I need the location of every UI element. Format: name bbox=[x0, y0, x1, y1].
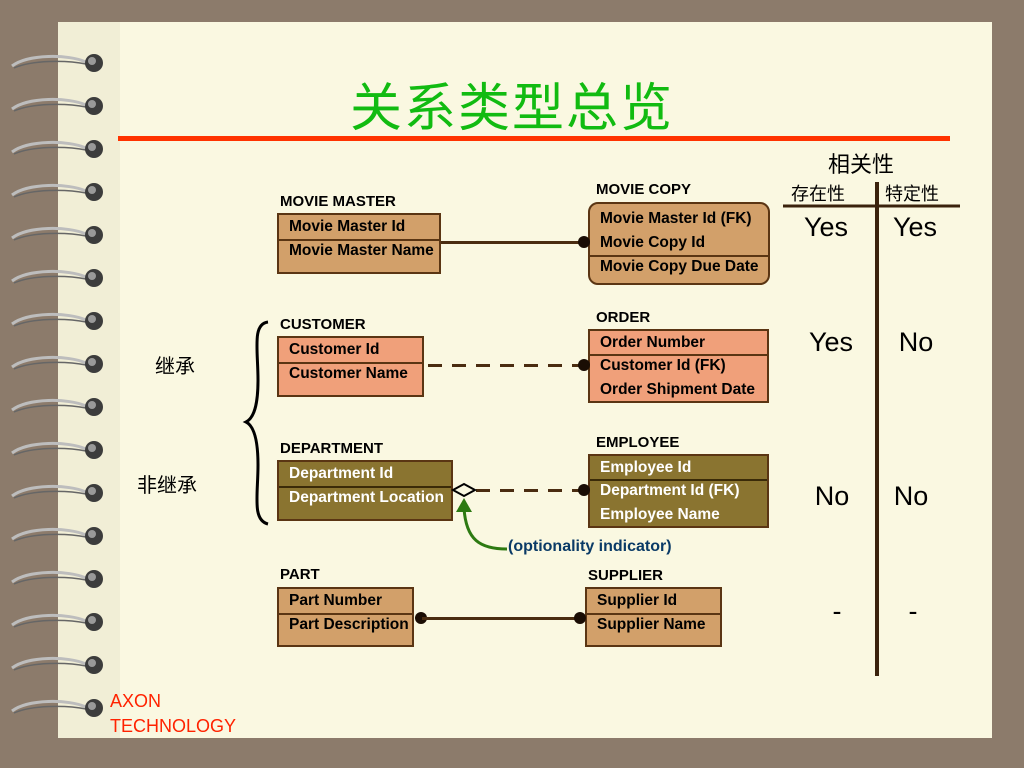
spiral-ring bbox=[8, 310, 103, 332]
relationship-dot bbox=[578, 484, 590, 496]
spiral-ring bbox=[8, 439, 103, 461]
entity-name-movie-master: MOVIE MASTER bbox=[280, 193, 396, 210]
optionality-note: (optionality indicator) bbox=[508, 538, 672, 555]
key-divider bbox=[590, 354, 767, 356]
attr-movie-master-id-fk: Movie Master Id (FK) bbox=[600, 210, 752, 227]
spiral-ring bbox=[8, 224, 103, 246]
entity-name-part: PART bbox=[280, 566, 320, 583]
key-divider bbox=[590, 479, 767, 481]
relevance-existence-3: No bbox=[814, 481, 850, 511]
attr-department-id: Department Id bbox=[289, 465, 394, 482]
attr-customer-id-fk: Customer Id (FK) bbox=[600, 357, 726, 374]
relationship-dot bbox=[415, 612, 427, 624]
entity-name-supplier: SUPPLIER bbox=[588, 567, 664, 584]
brand-line-2: TECHNOLOGY bbox=[110, 716, 237, 736]
spiral-ring bbox=[8, 568, 103, 590]
relationship-dot bbox=[578, 236, 590, 248]
relationship-dot bbox=[578, 359, 590, 371]
attr-customer-name: Customer Name bbox=[289, 365, 408, 382]
label-non-inheritance: 非继承 bbox=[137, 473, 197, 497]
attr-department-location: Department Location bbox=[289, 489, 445, 506]
key-divider bbox=[279, 613, 412, 615]
entity-name-customer: CUSTOMER bbox=[280, 316, 366, 333]
entity-movie-master: Movie Master Id Movie Master Name bbox=[277, 213, 441, 274]
relevance-header: 相关性 bbox=[828, 153, 895, 178]
spiral-ring bbox=[8, 482, 103, 504]
label-inheritance: 继承 bbox=[155, 354, 195, 378]
entity-part: Part Number Part Description bbox=[277, 587, 414, 647]
entity-movie-copy: Movie Master Id (FK) Movie Copy Id Movie… bbox=[588, 202, 770, 285]
attr-employee-name: Employee Name bbox=[600, 506, 720, 523]
attr-movie-master-id: Movie Master Id bbox=[289, 218, 406, 235]
relevance-existence-1: Yes bbox=[803, 212, 849, 242]
spiral-ring bbox=[8, 181, 103, 203]
key-divider bbox=[279, 239, 439, 241]
entity-customer: Customer Id Customer Name bbox=[277, 336, 424, 397]
relevance-existence-4: - bbox=[832, 596, 842, 626]
spiral-ring bbox=[8, 697, 103, 719]
attr-employee-id: Employee Id bbox=[600, 459, 692, 476]
entity-order: Order Number Customer Id (FK) Order Ship… bbox=[588, 329, 769, 403]
relationship-dot bbox=[574, 612, 586, 624]
spiral-ring bbox=[8, 654, 103, 676]
entity-supplier: Supplier Id Supplier Name bbox=[585, 587, 722, 647]
attr-supplier-name: Supplier Name bbox=[597, 616, 706, 633]
spiral-ring bbox=[8, 95, 103, 117]
relevance-identifying-4: - bbox=[908, 596, 918, 626]
relationship-line-supplier bbox=[422, 617, 578, 620]
spiral-ring bbox=[8, 138, 103, 160]
spiral-ring bbox=[8, 611, 103, 633]
relationship-line-employee bbox=[476, 489, 580, 492]
attr-customer-id: Customer Id bbox=[289, 341, 380, 358]
attr-order-shipment-date: Order Shipment Date bbox=[600, 381, 756, 398]
relevance-identifying-1: Yes bbox=[892, 212, 938, 242]
entity-name-department: DEPARTMENT bbox=[280, 440, 384, 457]
relationship-line-movie bbox=[441, 241, 581, 244]
spiral-ring bbox=[8, 396, 103, 418]
spiral-ring bbox=[8, 267, 103, 289]
entity-department: Department Id Department Location bbox=[277, 460, 453, 521]
entity-name-employee: EMPLOYEE bbox=[596, 434, 680, 451]
page-title: 关系类型总览 bbox=[349, 79, 674, 139]
spiral-ring bbox=[8, 52, 103, 74]
spiral-ring bbox=[8, 525, 103, 547]
attr-part-number: Part Number bbox=[289, 592, 383, 609]
attr-supplier-id: Supplier Id bbox=[597, 592, 678, 609]
relevance-existence-2: Yes bbox=[808, 327, 854, 357]
key-divider bbox=[590, 255, 768, 257]
relevance-identifying-3: No bbox=[893, 481, 929, 511]
entity-employee: Employee Id Department Id (FK) Employee … bbox=[588, 454, 769, 528]
relevance-col-identifying: 特定性 bbox=[885, 184, 939, 205]
attr-department-id-fk: Department Id (FK) bbox=[600, 482, 740, 499]
attr-movie-master-name: Movie Master Name bbox=[289, 242, 434, 259]
entity-name-movie-copy: MOVIE COPY bbox=[596, 181, 692, 198]
title-underline bbox=[118, 136, 950, 141]
attr-part-description: Part Description bbox=[289, 616, 409, 633]
attr-movie-copy-due-date: Movie Copy Due Date bbox=[600, 258, 759, 275]
attr-movie-copy-id: Movie Copy Id bbox=[600, 234, 706, 251]
relevance-col-existence: 存在性 bbox=[791, 184, 845, 205]
key-divider bbox=[587, 613, 720, 615]
relationship-line-order bbox=[428, 364, 580, 367]
attr-order-number: Order Number bbox=[600, 334, 706, 351]
spiral-ring bbox=[8, 353, 103, 375]
entity-name-order: ORDER bbox=[596, 309, 651, 326]
relevance-identifying-2: No bbox=[898, 327, 934, 357]
key-divider bbox=[279, 362, 422, 364]
brand-line-1: AXON bbox=[110, 691, 162, 711]
key-divider bbox=[279, 486, 451, 488]
